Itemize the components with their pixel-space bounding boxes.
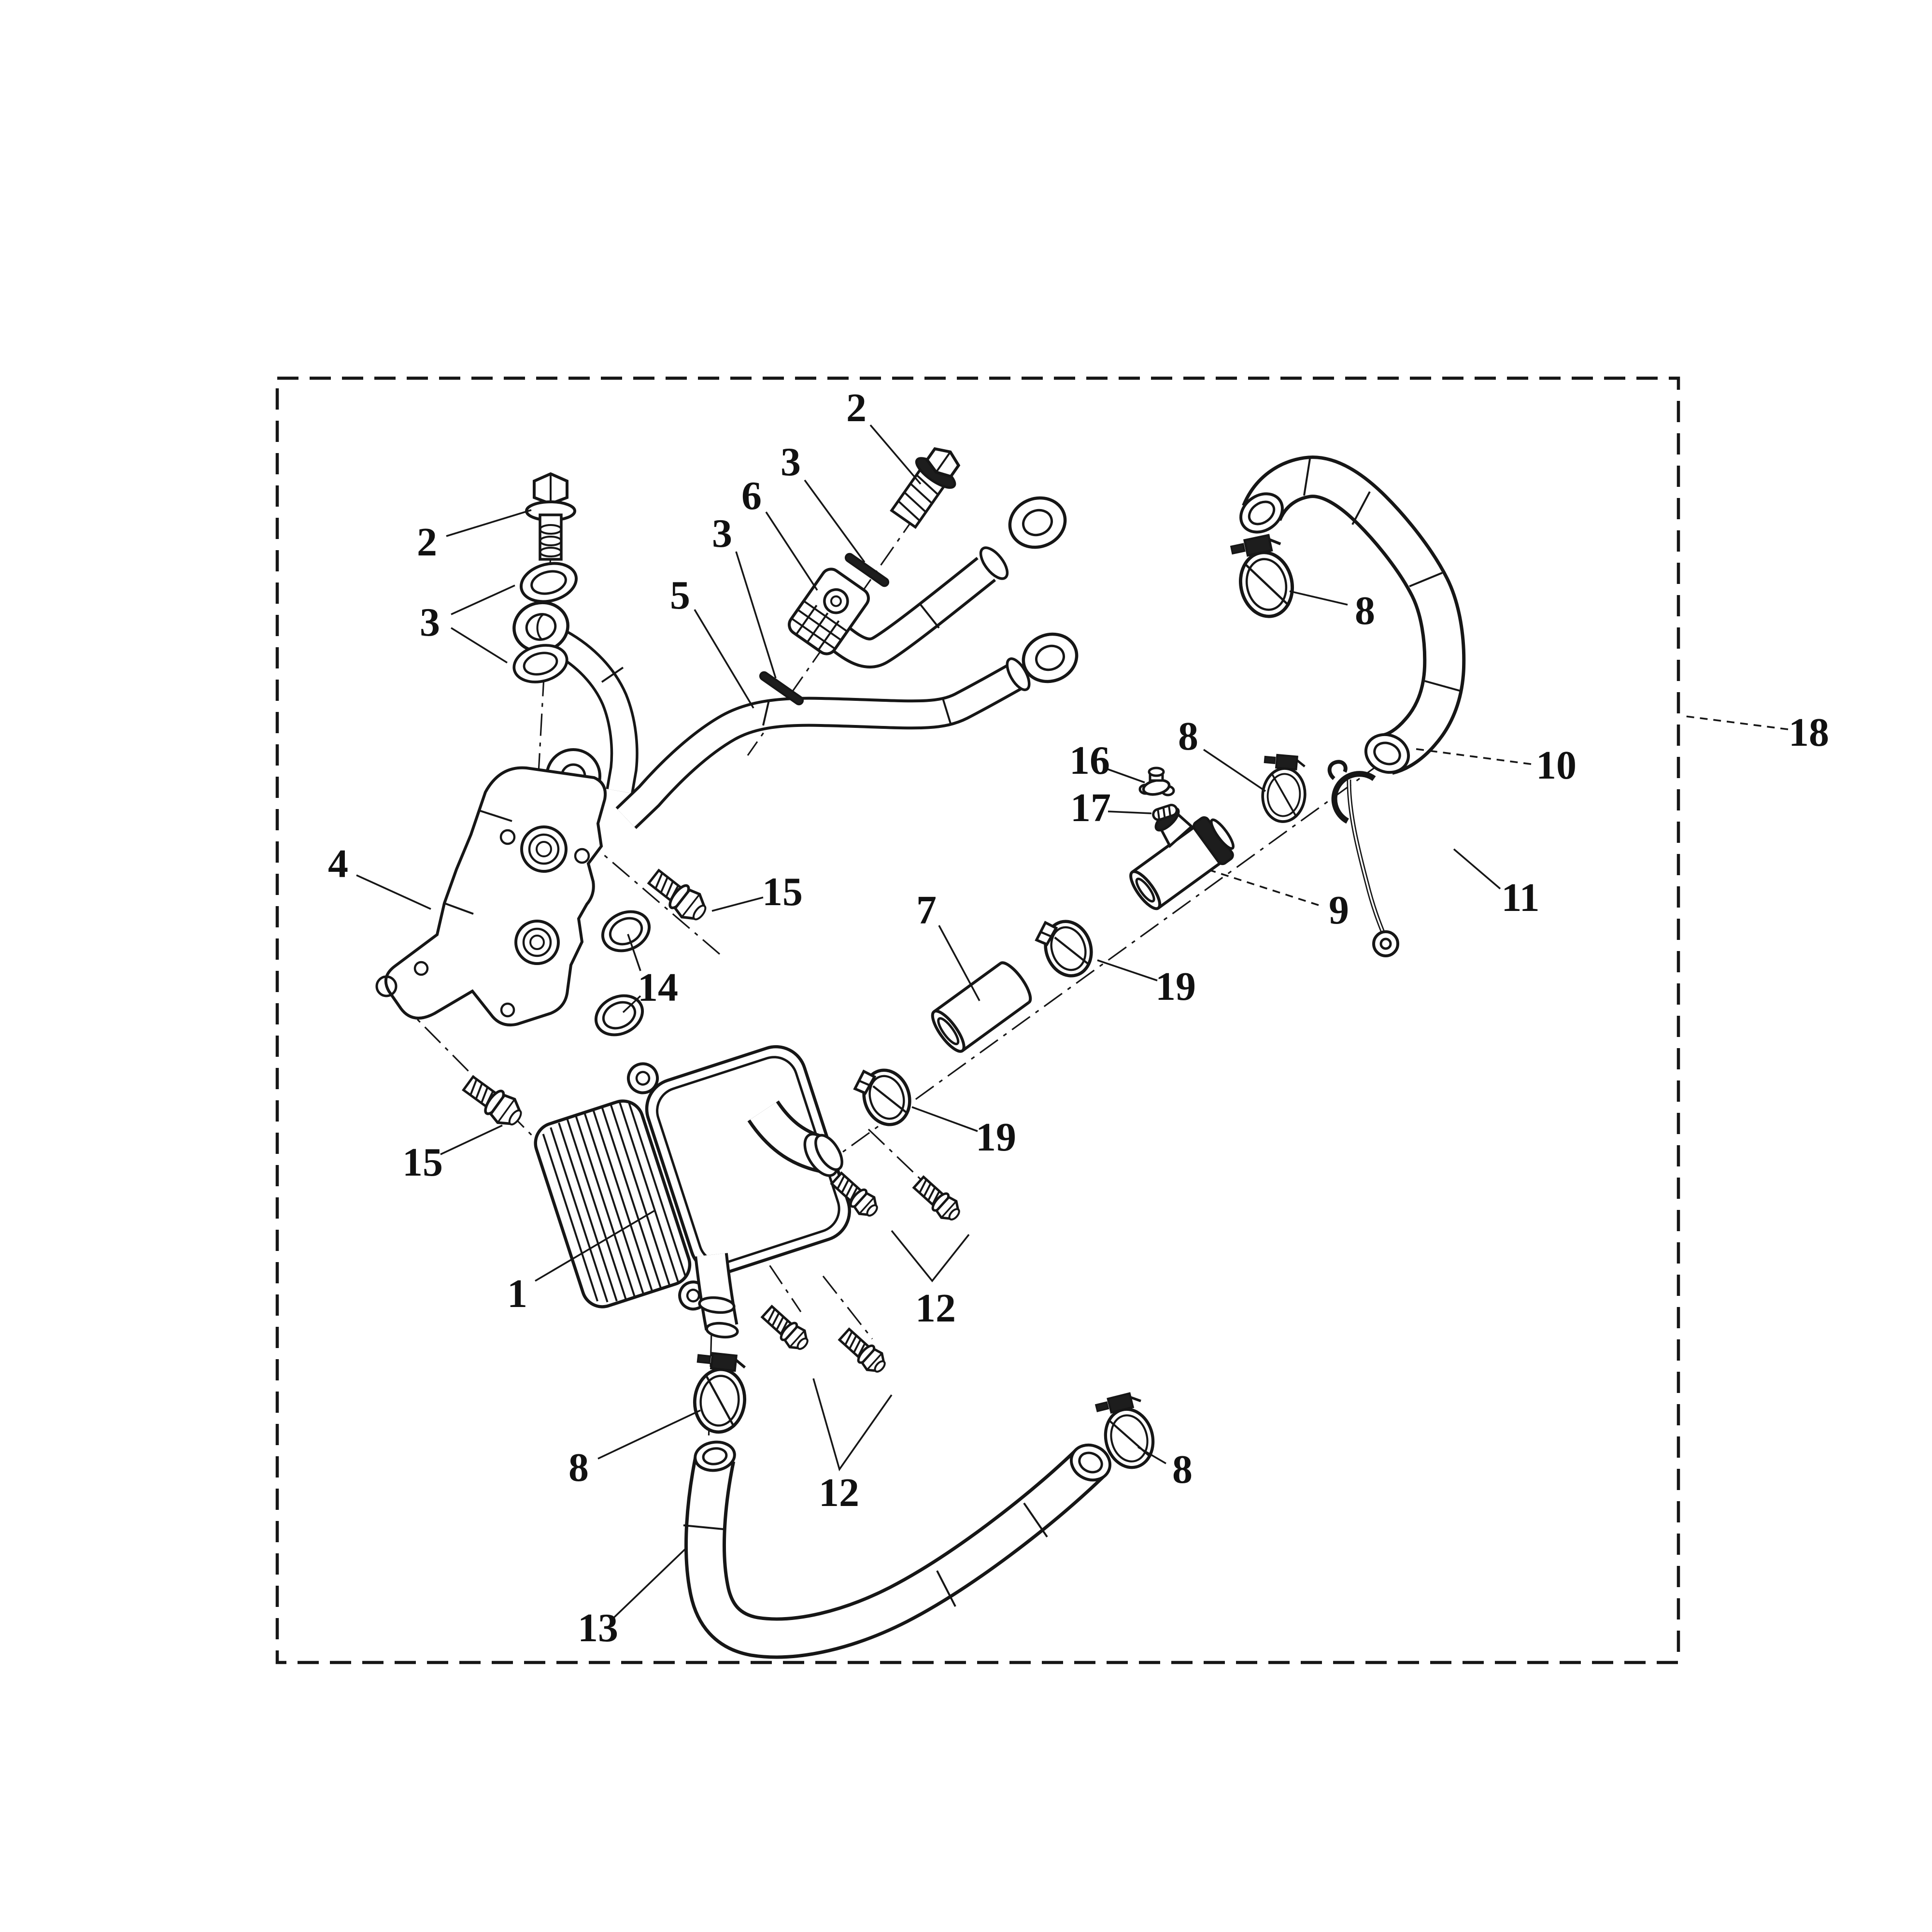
callout-label: 8 [1172, 1447, 1193, 1492]
callout-2-top: 2 [846, 385, 922, 485]
callout-11-wire: 11 [1453, 848, 1540, 920]
part-15-bolt-left [460, 1072, 527, 1132]
part-10-upper-hose [1239, 455, 1466, 775]
part-11-ground-wire [1327, 760, 1399, 957]
callout-label: 15 [402, 1140, 443, 1185]
callout-label: 8 [1355, 588, 1375, 633]
callout-label: 11 [1501, 875, 1539, 920]
callout-8-bottom-right: 8 [1137, 1446, 1193, 1492]
callout-19-right: 19 [1097, 959, 1196, 1009]
callout-label: 5 [670, 573, 690, 618]
callout-4-bracket: 4 [328, 841, 431, 910]
callout-label: 1 [507, 1271, 527, 1316]
part-3-washer-top-upper [844, 553, 890, 587]
part-2-banjo-bolt-top [890, 447, 961, 529]
callout-label: 3 [420, 600, 440, 645]
part-12-bolt-b [911, 1174, 965, 1225]
part-7-rubber-sleeve [931, 961, 1032, 1053]
callout-label: 3 [712, 511, 732, 556]
part-3-washer-top-lower [759, 671, 804, 706]
callout-label: 2 [846, 385, 867, 430]
callout-6-union: 6 [741, 473, 818, 591]
callout-label: 8 [568, 1445, 589, 1490]
callout-label: 7 [916, 888, 937, 933]
callout-5-hose-assembly: 5 [670, 573, 754, 709]
callout-label: 18 [1789, 710, 1829, 755]
part-6-union-fitting [788, 568, 870, 655]
part-13-lower-hose [683, 1440, 1111, 1659]
part-8-clamp-top-right [1230, 532, 1298, 621]
callout-1-oil-cooler: 1 [507, 1209, 655, 1316]
callout-12-right: 12 [891, 1230, 970, 1331]
callout-16-valve: 16 [1069, 738, 1145, 783]
callout-label: 2 [417, 520, 437, 565]
callout-7-sleeve: 7 [916, 888, 980, 1001]
part-5-hose-lower [615, 632, 1079, 829]
part-12-bolt-c [760, 1304, 813, 1354]
callout-8-bottom-left: 8 [568, 1409, 701, 1490]
callout-14-orings: 14 [622, 934, 678, 1013]
part-3-washer-left-upper [517, 558, 581, 607]
callout-label: 6 [741, 473, 762, 518]
callout-label: 12 [819, 1470, 859, 1515]
part-5-hose-left [553, 630, 639, 794]
callout-label: 9 [1329, 888, 1349, 933]
part-12-bolt-d [837, 1326, 890, 1377]
callout-15-left: 15 [402, 1124, 503, 1185]
callout-18-boundary: 18 [1681, 710, 1829, 755]
callout-label: 14 [638, 965, 678, 1010]
callout-3-top-upper: 3 [781, 440, 866, 563]
callout-8-middle: 8 [1178, 714, 1266, 792]
part-15-bolt-right [645, 866, 711, 926]
part-4-bracket [375, 748, 607, 1027]
part-19-clamp-lower [851, 1060, 916, 1132]
callout-label: 19 [1155, 964, 1196, 1009]
callout-3-left: 3 [420, 584, 515, 664]
part-14-oring-upper [597, 904, 656, 958]
part-8-clamp-bottom-left [691, 1352, 750, 1435]
part-8-clamp-middle [1260, 754, 1308, 824]
part-16-breather-valve [1138, 767, 1175, 796]
part-5-hose-upper [830, 496, 1067, 668]
callout-label: 15 [762, 869, 803, 914]
callout-label: 10 [1536, 743, 1577, 788]
callout-label: 4 [328, 841, 348, 886]
callout-17-clip: 17 [1070, 785, 1152, 830]
part-19-clamp-right [1032, 911, 1098, 983]
callout-label: 19 [976, 1115, 1016, 1160]
callout-8-top-right: 8 [1289, 588, 1375, 633]
callout-label: 13 [578, 1605, 618, 1650]
callout-2-left: 2 [417, 509, 532, 565]
part-5-banjo-eye-left [512, 601, 569, 653]
boundary-box [275, 376, 1680, 1664]
callout-9-fitting: 9 [1210, 869, 1349, 933]
part-2-flange-bolt-left [525, 472, 576, 561]
callout-13-lower-hose: 13 [578, 1547, 688, 1650]
callout-19-lower: 19 [911, 1106, 1016, 1160]
callout-label: 3 [781, 440, 801, 484]
callout-3-top-lower: 3 [712, 511, 777, 679]
callout-label: 12 [915, 1286, 956, 1331]
callout-label: 16 [1069, 738, 1110, 783]
callout-12-lower: 12 [812, 1378, 893, 1515]
part-1-oil-cooler [534, 1045, 851, 1339]
callout-15-right: 15 [711, 869, 803, 914]
callout-label: 8 [1178, 714, 1198, 759]
part-17-small-clip [1152, 804, 1178, 821]
callout-label: 17 [1070, 785, 1111, 830]
callout-10-upper-hose: 10 [1413, 743, 1577, 788]
part-9-pipe-fitting [1129, 807, 1235, 910]
